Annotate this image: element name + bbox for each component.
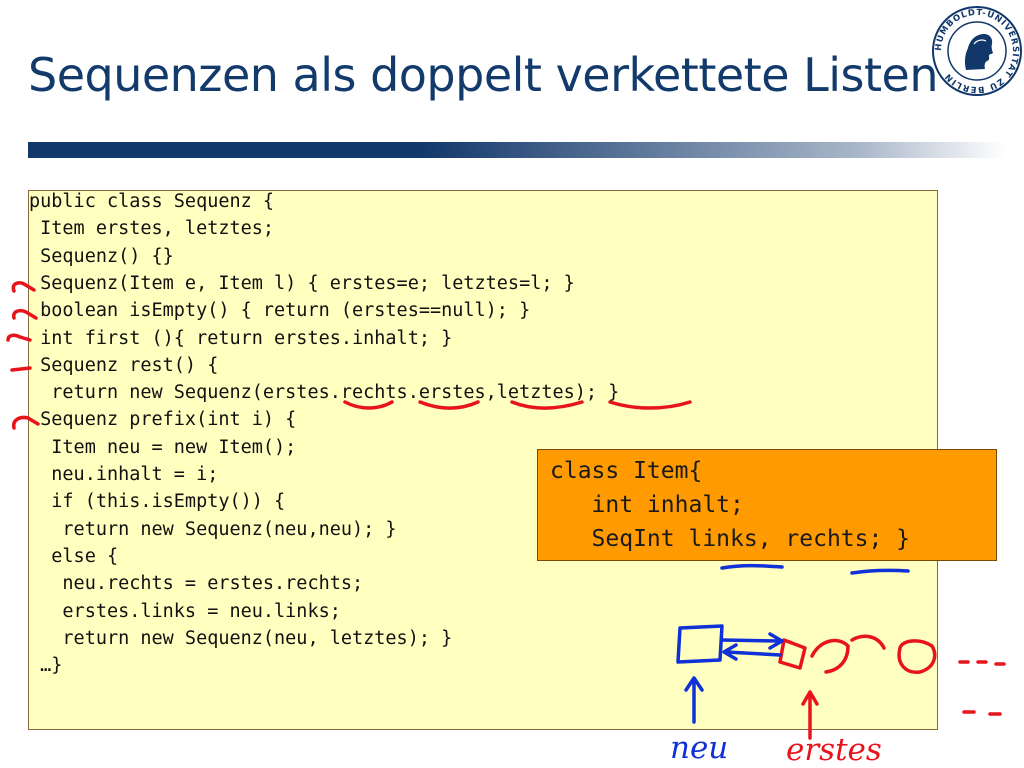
- code-line: Item neu = new Item();: [29, 436, 297, 458]
- item-code-line: int inhalt;: [550, 492, 744, 518]
- red-dashes: [958, 660, 1006, 666]
- code-line: else {: [29, 545, 119, 567]
- code-line: return new Sequenz(neu, letztes); }: [29, 627, 453, 649]
- code-line: erstes.links = neu.links;: [29, 600, 341, 622]
- neu-annotation: neu: [670, 730, 728, 766]
- code-line: neu.inhalt = i;: [29, 464, 219, 485]
- slide-title: Sequenzen als doppelt verkettete Listen: [28, 48, 939, 102]
- item-code-line: SeqInt links, rechts; }: [550, 526, 911, 552]
- code-line: neu.rechts = erstes.rechts;: [29, 573, 364, 595]
- code-line: Sequenz() {}: [29, 245, 174, 267]
- code-line: Sequenz(Item e, Item l) { erstes=e; letz…: [29, 272, 575, 294]
- red-dashes: [962, 710, 1002, 716]
- code-line: Sequenz prefix(int i) {: [29, 409, 297, 431]
- item-class-panel: class Item{ int inhalt; SeqInt links, re…: [537, 449, 997, 561]
- code-line: …}: [29, 655, 63, 677]
- erstes-annotation: erstes: [786, 732, 882, 768]
- code-line: boolean isEmpty() { return (erstes==null…: [29, 300, 531, 322]
- title-rule: [28, 142, 1006, 158]
- code-line: int first (){ return erstes.inhalt; }: [29, 327, 453, 349]
- item-code-line: class Item{: [550, 458, 703, 484]
- code-line: if (this.isEmpty()) {: [29, 491, 286, 513]
- code-line: public class Sequenz {: [29, 191, 275, 212]
- code-line: return new Sequenz(neu,neu); }: [29, 518, 397, 540]
- red-arrow-icon: [6, 333, 32, 342]
- code-line: Item erstes, letztes;: [29, 218, 275, 240]
- university-seal: HUMBOLDT-UNIVERSITÄT ZU BERLIN: [932, 6, 1022, 96]
- code-line: return new Sequenz(erstes.rechts.erstes,…: [29, 382, 620, 404]
- code-line: Sequenz rest() {: [29, 354, 219, 376]
